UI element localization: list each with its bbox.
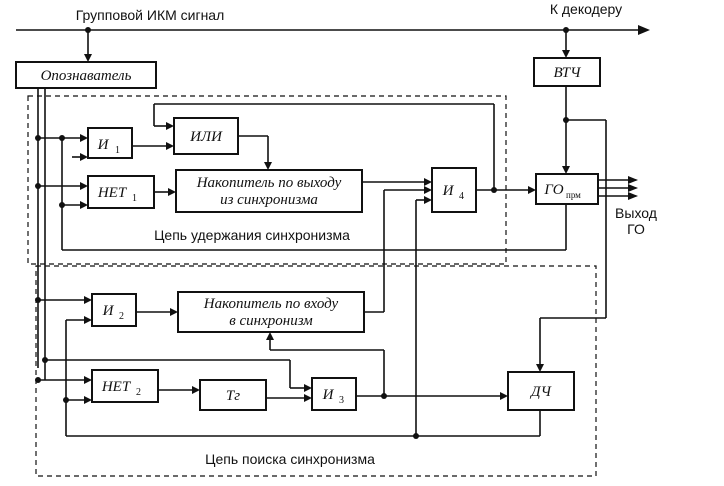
and3-label: И	[322, 387, 335, 403]
arrow	[628, 184, 638, 192]
not2-label: НЕТ	[101, 379, 132, 395]
hold-chain-region	[27, 95, 507, 265]
and2-subscript: 2	[119, 311, 124, 322]
arrow	[536, 364, 544, 372]
arrow	[500, 392, 508, 400]
go-subscript: прм	[566, 190, 581, 200]
arrow	[424, 178, 432, 186]
input-signal-arrow	[638, 25, 650, 35]
arrow	[80, 182, 88, 190]
go-label: ГО	[543, 182, 563, 198]
arrow	[628, 176, 638, 184]
identifier-label: Опознаватель	[41, 68, 132, 84]
and1-subscript: 1	[115, 145, 120, 156]
arrow	[266, 332, 274, 340]
arrow	[168, 188, 176, 196]
and4-subscript: 4	[459, 191, 464, 202]
arrow	[192, 386, 200, 394]
or-block	[173, 117, 239, 155]
vtch-block	[533, 57, 601, 87]
output-label-1: Выход	[615, 205, 657, 221]
arrow	[84, 296, 92, 304]
go-block	[535, 173, 599, 205]
hold-chain-label: Цепь удержания синхронизма	[154, 227, 350, 243]
and3-subscript: 3	[339, 395, 344, 406]
not1-label: НЕТ	[97, 185, 128, 201]
arrow	[84, 54, 92, 62]
arrow	[84, 396, 92, 404]
tg-block	[199, 379, 267, 411]
arrow	[424, 196, 432, 204]
and4-block	[431, 167, 477, 213]
arrow	[84, 376, 92, 384]
accumulator-exit-label-2: из синхронизма	[220, 192, 318, 208]
output-label-2: ГО	[627, 221, 645, 237]
input-signal-label: Групповой ИКМ сигнал	[76, 7, 225, 23]
accumulator-exit-block	[175, 169, 363, 213]
arrow	[80, 201, 88, 209]
arrow	[628, 192, 638, 200]
and4-label: И	[442, 183, 455, 199]
or-label: ИЛИ	[189, 129, 223, 145]
arrow	[264, 162, 272, 170]
arrow	[304, 384, 312, 392]
identifier-block	[15, 61, 157, 89]
vtch-label: ВТЧ	[554, 65, 583, 81]
search-chain-region	[35, 265, 597, 477]
accumulator-exit-label-1: Накопитель по выходу	[196, 175, 342, 191]
search-chain-label: Цепь поиска синхронизма	[205, 451, 375, 467]
accumulator-entry-block	[177, 291, 365, 333]
and2-label: И	[102, 303, 115, 319]
tg-label: Тг	[226, 388, 240, 404]
arrow	[562, 50, 570, 58]
arrow	[562, 166, 570, 174]
arrow	[424, 186, 432, 194]
not1-subscript: 1	[132, 193, 137, 204]
arrow	[170, 308, 178, 316]
arrow	[80, 153, 88, 161]
dch-label: ДЧ	[529, 384, 553, 400]
arrow	[166, 122, 174, 130]
not2-block	[91, 369, 159, 403]
and1-label: И	[97, 137, 110, 153]
arrow	[304, 394, 312, 402]
not2-subscript: 2	[136, 387, 141, 398]
and1-block	[87, 127, 133, 159]
arrow	[84, 316, 92, 324]
and2-block	[91, 293, 137, 327]
arrow	[80, 134, 88, 142]
arrow	[528, 186, 536, 194]
and3-block	[311, 377, 357, 411]
accumulator-entry-label-1: Накопитель по входу	[203, 296, 339, 312]
dch-block	[507, 371, 575, 411]
arrow	[166, 142, 174, 150]
accumulator-entry-label-2: в синхронизм	[229, 313, 313, 329]
to-decoder-label: К декодеру	[550, 1, 622, 17]
